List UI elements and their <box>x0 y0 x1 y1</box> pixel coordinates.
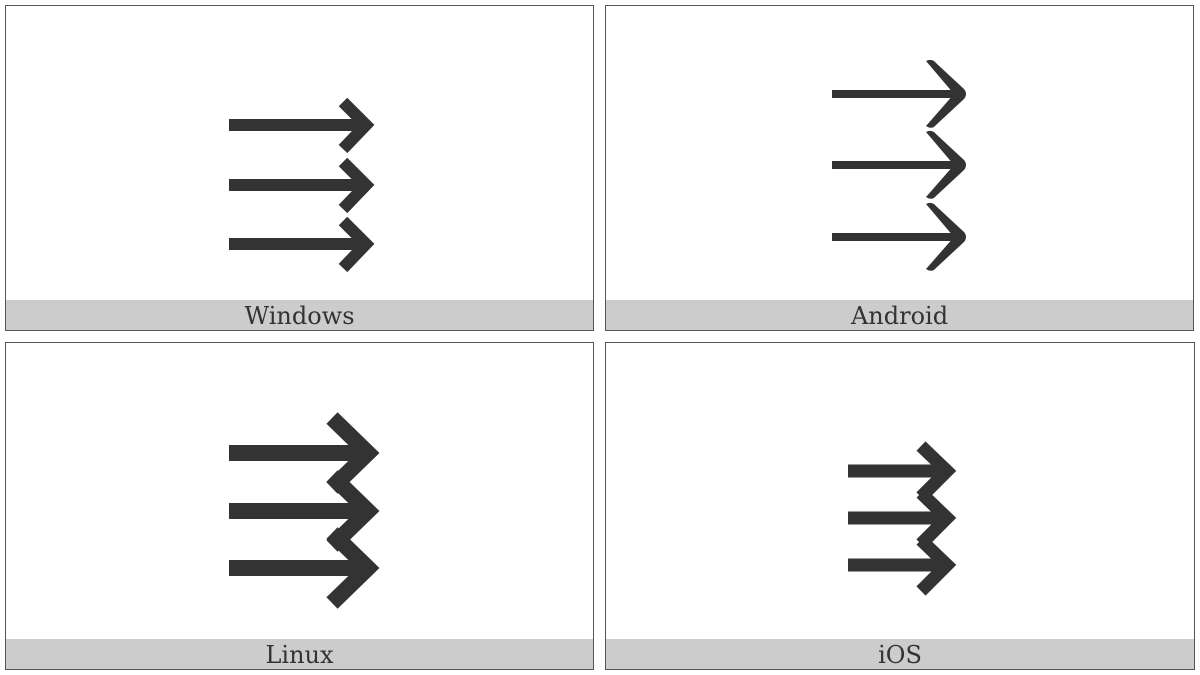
android-panel: Android <box>605 5 1194 331</box>
platform-label: Windows <box>6 300 593 330</box>
triple-right-arrows-glyph-icon <box>229 97 375 273</box>
triple-right-arrows-glyph-icon <box>832 59 966 271</box>
triple-right-arrows-glyph-icon <box>848 441 957 596</box>
windows-panel: Windows <box>5 5 594 331</box>
linux-panel: Linux <box>5 342 594 670</box>
platform-label: iOS <box>606 639 1194 669</box>
ios-panel: iOS <box>605 342 1195 670</box>
platform-label: Android <box>606 300 1193 330</box>
platform-label: Linux <box>6 639 593 669</box>
triple-right-arrows-glyph-icon <box>229 412 380 609</box>
